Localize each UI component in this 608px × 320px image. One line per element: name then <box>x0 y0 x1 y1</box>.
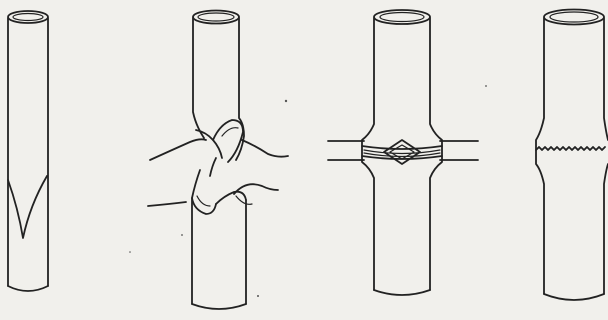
stage-2-thread-loop <box>236 196 252 204</box>
stage-4-left-edge <box>536 18 544 294</box>
stage-2-thread-upper-right <box>242 140 288 157</box>
stage-2-upper-cut <box>196 130 222 158</box>
stage-1-top-inner-rim <box>13 14 43 21</box>
stage-4-top-inner-rim <box>550 12 598 22</box>
speck <box>181 234 183 236</box>
speck <box>285 100 287 102</box>
stage-4-right-edge-upper <box>604 18 608 140</box>
stage-1-bottom-edge <box>8 286 48 291</box>
stage-4-serrated-seam <box>536 147 605 150</box>
stage-2-thread-upper-left <box>150 139 206 160</box>
stage-2-tube-joint <box>148 11 288 310</box>
stage-2-lower-flap <box>192 170 216 214</box>
stage-3-band-top <box>362 146 442 149</box>
stage-1-top-rim <box>8 11 48 23</box>
stage-2-upper-flap-inner <box>222 128 238 136</box>
stage-3-top-inner-rim <box>380 13 424 22</box>
stage-2-bottom-edge <box>192 304 246 309</box>
stage-1-tube <box>8 11 48 291</box>
stage-4-right-edge-lower <box>604 164 608 294</box>
stage-1-cut-mark <box>8 176 47 238</box>
stage-3-band-line-1 <box>364 150 440 154</box>
stage-2-upper-right-edge <box>236 18 244 160</box>
stage-3-bottom-edge <box>374 290 430 295</box>
stage-2-upper-left-edge <box>193 18 204 138</box>
speck <box>129 251 131 253</box>
paper-specks <box>129 85 487 297</box>
stage-2-thread-lower-left <box>148 202 186 206</box>
stage-2-top-inner-rim <box>198 13 234 21</box>
speck <box>485 85 487 87</box>
stage-2-upper-neck <box>210 158 216 176</box>
speck <box>257 295 259 297</box>
stage-4-finished-tube <box>536 10 608 301</box>
stage-4-bottom-edge <box>544 294 604 300</box>
stage-2-lower-flap-inner <box>197 196 210 206</box>
stage-3-wrapped-joint <box>328 10 478 295</box>
